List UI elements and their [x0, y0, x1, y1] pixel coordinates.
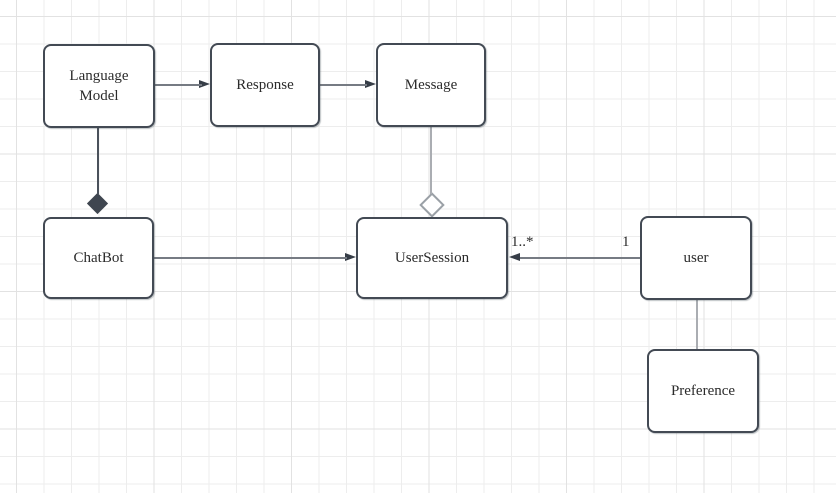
node-preference[interactable]: Preference	[647, 349, 759, 433]
aggregation-diamond-icon	[419, 192, 445, 218]
edge-language-model-to-chatbot[interactable]	[97, 128, 99, 194]
arrowhead-icon	[345, 253, 356, 261]
edge-user-to-preference[interactable]	[696, 300, 698, 349]
edge-user-to-user-session[interactable]	[520, 257, 640, 259]
edge-message-to-user-session[interactable]	[430, 127, 432, 194]
edge-line	[154, 257, 347, 259]
edge-language-model-to-response[interactable]	[155, 84, 202, 86]
node-response[interactable]: Response	[210, 43, 320, 127]
edge-line	[97, 128, 99, 194]
node-message[interactable]: Message	[376, 43, 486, 127]
edge-line	[430, 127, 432, 194]
edge-chatbot-to-user-session[interactable]	[154, 257, 347, 259]
edge-line	[520, 257, 640, 259]
composition-diamond-icon	[86, 192, 109, 215]
node-language-model[interactable]: Language Model	[43, 44, 155, 128]
node-user[interactable]: user	[640, 216, 752, 300]
arrowhead-icon	[365, 80, 376, 88]
node-label: Preference	[670, 383, 736, 399]
node-label: ChatBot	[73, 250, 124, 266]
node-chatbot[interactable]: ChatBot	[43, 217, 154, 299]
node-label: Response	[236, 77, 294, 93]
node-label: Message	[404, 77, 458, 93]
node-label: UserSession	[394, 250, 470, 266]
edge-response-to-message[interactable]	[320, 84, 367, 86]
arrowhead-icon	[199, 80, 210, 88]
node-label: user	[683, 250, 709, 266]
multiplicity-label-source: 1	[622, 234, 630, 250]
multiplicity-label-target: 1..*	[511, 234, 534, 250]
edge-line	[320, 84, 367, 86]
edge-line	[155, 84, 202, 86]
node-label: Language Model	[69, 68, 129, 104]
edge-line	[696, 300, 698, 349]
arrowhead-icon	[509, 253, 520, 261]
node-user-session[interactable]: UserSession	[356, 217, 508, 299]
